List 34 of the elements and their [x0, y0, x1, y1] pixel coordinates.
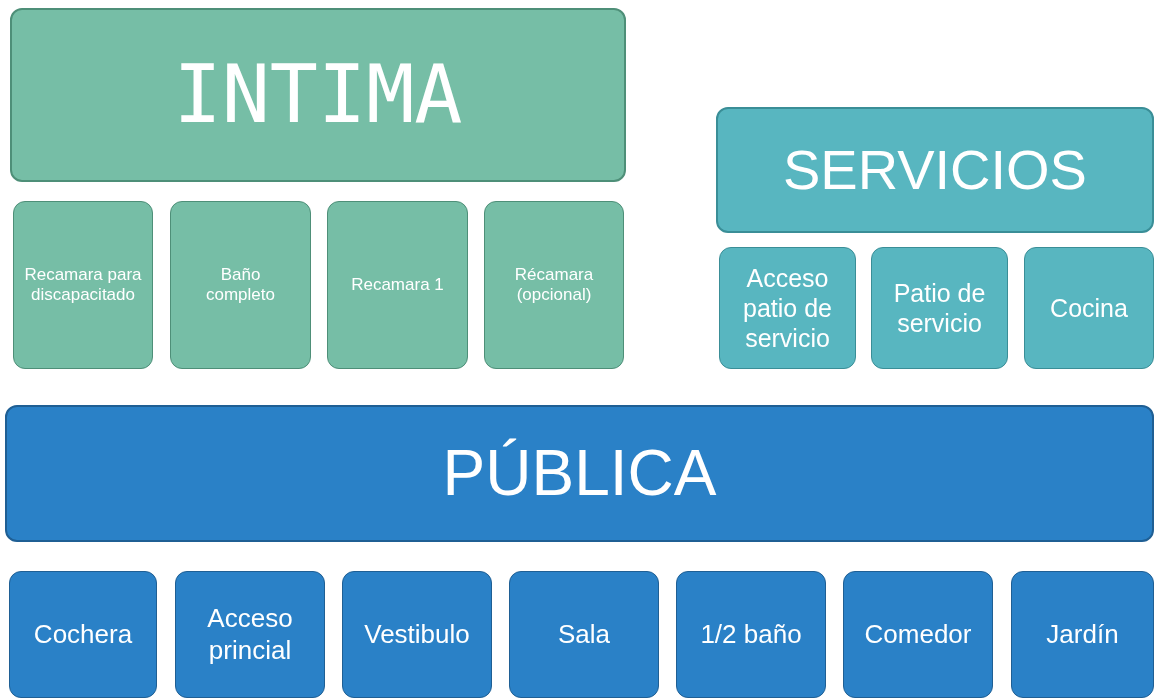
room-label: Recamara 1: [351, 274, 444, 296]
room-label: Sala: [557, 618, 610, 651]
room-box: [719, 247, 856, 369]
room-label: Acceso patio de servicio: [742, 263, 833, 353]
room-box: [509, 571, 659, 698]
zone-title: SERVICIOS: [783, 137, 1087, 204]
room-label: 1/2 baño: [700, 618, 802, 651]
room-box: [9, 571, 157, 698]
room-box: [1011, 571, 1154, 698]
room-box: [342, 571, 492, 698]
room-box: [676, 571, 826, 698]
room-label: Patio de servicio: [892, 278, 987, 338]
zone-header-box: [716, 107, 1154, 233]
room-label: Récamara (opcional): [513, 264, 595, 306]
room-box: [170, 201, 311, 369]
room-label: Vestibulo: [364, 618, 470, 651]
room-label: Jardín: [1046, 618, 1119, 651]
room-box: [1024, 247, 1154, 369]
room-label: Cocina: [1050, 293, 1128, 323]
zone-header-box: [5, 405, 1154, 542]
room-box: [175, 571, 325, 698]
zone-title: INTIMA: [173, 47, 463, 143]
room-box: [484, 201, 624, 369]
room-label: Comedor: [864, 618, 972, 651]
room-box: [871, 247, 1008, 369]
room-box: [327, 201, 468, 369]
room-label: Baño completo: [205, 264, 276, 306]
room-label: Recamara para discapacitado: [23, 264, 143, 306]
room-label: Acceso princial: [206, 603, 294, 666]
room-label: Cochera: [33, 618, 133, 651]
room-box: [13, 201, 153, 369]
zone-header-box: [10, 8, 626, 182]
zone-title: PÚBLICA: [442, 436, 717, 512]
room-box: [843, 571, 993, 698]
